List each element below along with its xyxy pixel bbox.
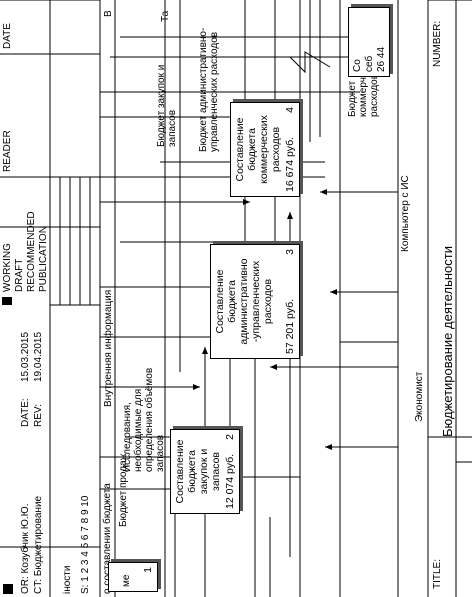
notes-fragment: іности xyxy=(62,565,73,594)
activity-subtitle-fragment: себ xyxy=(364,55,375,72)
top-fragment-label: В xyxy=(103,10,114,17)
ta-fragment-label: Та xyxy=(160,10,171,22)
date-label: DATE: xyxy=(20,398,31,427)
activity-cost: 12 074 руб. xyxy=(224,453,236,509)
activity-title-fragment: Со xyxy=(352,59,363,72)
economist-label: Экономист xyxy=(414,371,425,422)
activity-number: 4 xyxy=(284,107,296,113)
budget-admin-label: Бюджет административно-управленческих ра… xyxy=(198,27,220,152)
date-col-label: DATE xyxy=(2,23,13,49)
working-mark xyxy=(2,297,12,305)
status-recommended: RECOMMENDED xyxy=(26,211,37,292)
activity-box-3[interactable]: Составление бюджета административно -упр… xyxy=(210,244,300,359)
activity-cost-fragment: 26 44 xyxy=(376,46,387,72)
activity-title: Составление бюджета административно -упр… xyxy=(214,258,274,345)
activity-box-1-partial[interactable]: ме 1 xyxy=(108,562,158,592)
activity-cost: 16 674 руб. xyxy=(284,136,296,192)
activity-cost: 57 201 руб. xyxy=(284,298,296,354)
activity-box-5-partial[interactable]: Со себ 26 44 xyxy=(348,7,390,77)
budget-purchase-label: Бюджет закупок и запасов xyxy=(156,64,178,147)
title-label: TITLE: xyxy=(432,558,443,589)
project-label: CT: Бюджетирование xyxy=(33,495,44,594)
rev-value: 19.04.2015 xyxy=(33,331,44,382)
research-label: Исследования, необходимые для определени… xyxy=(122,367,166,472)
notes-numbers: S: 1 2 3 4 5 6 7 8 9 10 xyxy=(80,495,91,594)
number-label: NUMBER: xyxy=(432,20,443,67)
activity-number: 1 xyxy=(142,567,154,573)
activity-title: Составление бюджета коммерческих расходо… xyxy=(234,115,282,184)
internal-info-label: Внутренняя информация xyxy=(103,289,114,407)
status-draft: DRAFT xyxy=(14,258,25,292)
status-publication: PUBLICATION xyxy=(38,226,49,292)
activity-box-2[interactable]: Составление бюджета закупок и запасов 12… xyxy=(170,429,240,514)
activity-box-4[interactable]: Составление бюджета коммерческих расходо… xyxy=(230,102,300,197)
reader-label: READER xyxy=(2,130,13,172)
activity-number: 2 xyxy=(224,434,236,440)
activity-title-fragment: ме xyxy=(121,574,132,587)
status-working: WORKING xyxy=(2,243,13,292)
rev-label: REV: xyxy=(33,404,44,427)
author-label: OR: Козубчик Ю.Ю. xyxy=(20,503,31,594)
activity-title: Составление бюджета закупок и запасов xyxy=(174,439,222,504)
activity-number: 3 xyxy=(284,249,296,255)
diagram-title: Бюджетирование деятельности xyxy=(440,246,455,437)
computer-label: Компьютер с ИС xyxy=(400,175,411,252)
black-marker-square xyxy=(3,584,13,594)
date-value: 15.03.2015 xyxy=(20,331,31,382)
